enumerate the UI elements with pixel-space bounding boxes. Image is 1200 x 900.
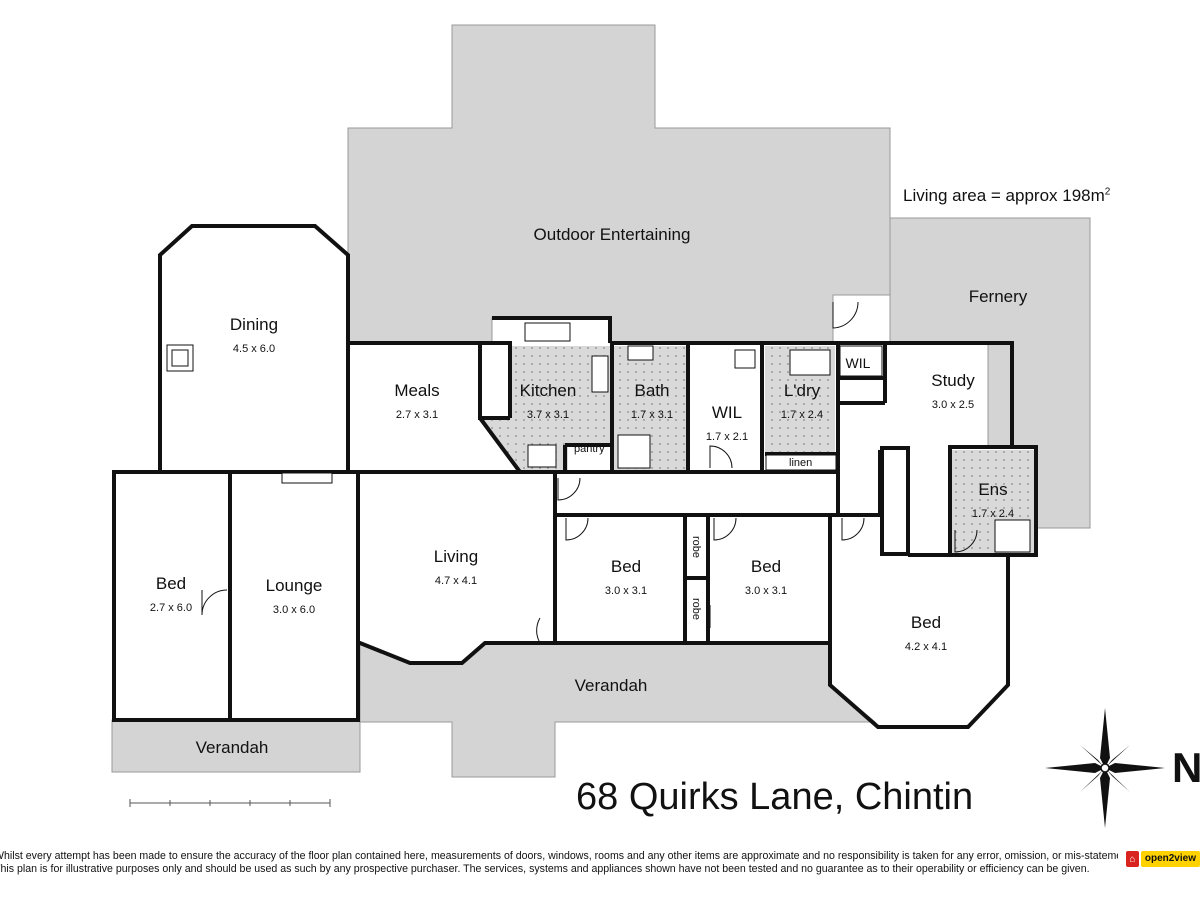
compass-north-letter: N xyxy=(1172,744,1200,791)
room-dims-living: 4.7 x 4.1 xyxy=(435,575,477,587)
kitchen-floor xyxy=(482,346,610,472)
room-dims-wil1: 1.7 x 2.1 xyxy=(706,431,748,443)
room-name-ens: Ens xyxy=(978,480,1007,499)
bath-shower xyxy=(617,434,651,469)
room-name-kitchen: Kitchen xyxy=(520,381,577,400)
room-name-study: Study xyxy=(931,371,975,390)
cooktop xyxy=(591,355,609,393)
room-name-dining: Dining xyxy=(230,315,278,334)
outdoor-areas xyxy=(111,24,1091,778)
robe-label-1: robe xyxy=(690,536,702,558)
pantry-label: pantry xyxy=(574,443,605,455)
room-name-verandah1: Verandah xyxy=(575,676,648,695)
disclaimer-line-1: Whilst every attempt has been made to en… xyxy=(0,850,1118,862)
doors xyxy=(201,301,978,644)
verandah-left-area xyxy=(111,719,361,773)
room-name-fernery: Fernery xyxy=(969,287,1028,306)
laundry-tub xyxy=(789,349,831,376)
room-dims-ens: 1.7 x 2.4 xyxy=(972,508,1014,520)
room-dims-kitchen: 3.7 x 3.1 xyxy=(527,409,569,421)
room-name-wil1: WIL xyxy=(712,403,742,422)
logo-house-icon: ⌂ xyxy=(1126,851,1139,867)
wil-shelf xyxy=(839,345,883,377)
room-dims-lounge: 3.0 x 6.0 xyxy=(273,604,315,616)
room-dims-study: 3.0 x 2.5 xyxy=(932,399,974,411)
room-name-bed3: Bed xyxy=(751,557,781,576)
ensuite-shower xyxy=(994,519,1031,553)
room-dims-meals: 2.7 x 3.1 xyxy=(396,409,438,421)
room-name-outdoor: Outdoor Entertaining xyxy=(534,225,691,244)
room-name-ldry: L'dry xyxy=(784,381,821,400)
open2view-logo: ⌂ open2view xyxy=(1126,850,1200,868)
room-dims-bed4: 4.2 x 4.1 xyxy=(905,641,947,653)
room-name-bath: Bath xyxy=(635,381,670,400)
fireplace xyxy=(166,344,194,372)
linen-shelf xyxy=(765,454,837,471)
fridge xyxy=(527,444,557,468)
disclaimer: Whilst every attempt has been made to en… xyxy=(0,850,1118,876)
room-name-bed2: Bed xyxy=(611,557,641,576)
room-name-lounge: Lounge xyxy=(266,576,323,595)
room-dims-bed1: 2.7 x 6.0 xyxy=(150,602,192,614)
room-dims-bed3: 3.0 x 3.1 xyxy=(745,585,787,597)
property-address: 68 Quirks Lane, Chintin xyxy=(576,776,974,818)
room-name-bed1: Bed xyxy=(156,574,186,593)
laundry-sink xyxy=(734,349,756,369)
disclaimer-line-2: This plan is for illustrative purposes o… xyxy=(0,863,1090,875)
linen-label: linen xyxy=(789,457,812,469)
window-lounge xyxy=(281,472,333,484)
kitchen-sink xyxy=(524,322,571,342)
room-name-bed4: Bed xyxy=(911,613,941,632)
room-dims-bed2: 3.0 x 3.1 xyxy=(605,585,647,597)
room-dims-dining: 4.5 x 6.0 xyxy=(233,343,275,355)
room-name-living: Living xyxy=(434,547,478,566)
room-name-verandah2: Verandah xyxy=(196,738,269,757)
living-area-unit: 2 xyxy=(1104,186,1111,198)
room-name-wil2: WIL xyxy=(846,355,871,371)
logo-text: open2view xyxy=(1140,851,1200,867)
outdoor-entertaining-area xyxy=(347,24,891,344)
bath-toilet xyxy=(627,345,654,361)
living-area-text: Living area = approx 198m xyxy=(903,186,1105,205)
scale-bar xyxy=(129,799,331,807)
fixtures xyxy=(166,322,1031,553)
walls xyxy=(112,224,1038,729)
robe-label-2: robe xyxy=(690,598,702,620)
room-dims-bath: 1.7 x 3.1 xyxy=(631,409,673,421)
living-area-note: Living area = approx 198m2 xyxy=(903,186,1110,206)
room-name-meals: Meals xyxy=(394,381,439,400)
room-dims-ldry: 1.7 x 2.4 xyxy=(781,409,823,421)
compass-rose xyxy=(1045,708,1165,828)
